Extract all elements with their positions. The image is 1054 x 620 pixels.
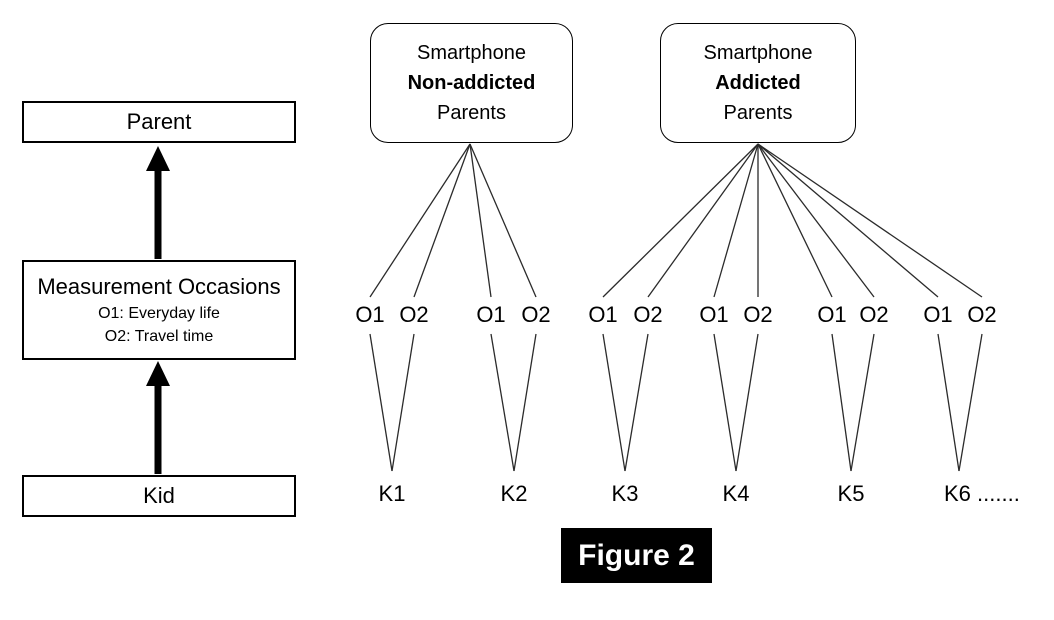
occasion-label-k4-o2: O2 [743, 302, 773, 327]
addicted-parents-box: Smartphone Addicted Parents [660, 23, 856, 143]
occasion-label-k6-o2: O2 [967, 302, 997, 327]
group-line-emphasis: Non-addicted [407, 72, 536, 94]
occasion-label-k5-o2: O2 [859, 302, 889, 327]
figure-caption: Figure 2 [561, 528, 712, 583]
occasion-label-k1-o1: O1 [355, 302, 385, 327]
group-line-emphasis: Addicted [715, 72, 801, 94]
non-addicted-fan-lines [369, 143, 537, 298]
occasion-1-description: O1: Everyday life [98, 305, 220, 322]
occasion-label-k2-o2: O2 [521, 302, 551, 327]
non-addicted-parents-box: Smartphone Non-addicted Parents [370, 23, 573, 143]
measurement-to-parent-arrow [146, 146, 170, 259]
kid-to-measurement-arrow [146, 361, 170, 474]
measurement-occasions-box: Measurement Occasions O1: Everyday life … [22, 260, 296, 360]
kid-v-lines [369, 333, 983, 472]
kid-box-label: Kid [143, 483, 175, 508]
occasion-label-k3-o1: O1 [588, 302, 618, 327]
occasion-label-k4-o1: O1 [699, 302, 729, 327]
kid-label-k2: K2 [500, 481, 528, 506]
occasion-label-k3-o2: O2 [633, 302, 663, 327]
group-line: Smartphone [703, 42, 813, 64]
occasion-2-description: O2: Travel time [104, 328, 214, 345]
kid-label-k4: K4 [722, 481, 750, 506]
kid-label-k3: K3 [611, 481, 639, 506]
kid-label-k1: K1 [378, 481, 406, 506]
occasion-label-k5-o1: O1 [817, 302, 847, 327]
kid-label-k6: K6 ....... [944, 481, 1020, 506]
addicted-fan-lines [602, 143, 983, 298]
occasion-label-k1-o2: O2 [399, 302, 429, 327]
parent-box-label: Parent [126, 109, 192, 134]
kid-box: Kid [22, 475, 296, 517]
group-line: Parents [437, 102, 506, 124]
group-line: Parents [723, 102, 793, 124]
kid-label-k5: K5 [837, 481, 865, 506]
occasion-label-k6-o1: O1 [923, 302, 953, 327]
parent-box: Parent [22, 101, 296, 143]
measurement-occasions-title: Measurement Occasions [37, 274, 281, 299]
group-line: Smartphone [417, 42, 526, 64]
occasion-label-k2-o1: O1 [476, 302, 506, 327]
